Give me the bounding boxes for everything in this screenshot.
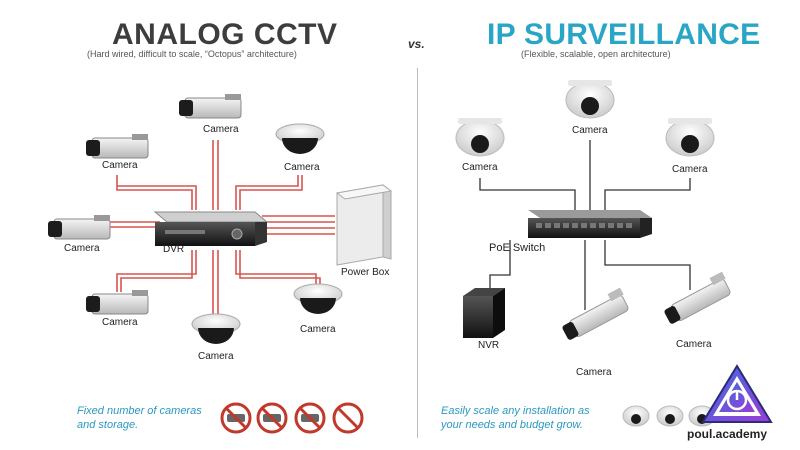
ip-bullet-camera-bottom-right-icon <box>664 271 731 324</box>
prohibited-camera-icon-4 <box>332 402 364 434</box>
label-poe-switch: PoE Switch <box>489 242 546 254</box>
label-power-box: Power Box <box>341 267 390 278</box>
ip-wire-left <box>479 178 576 210</box>
nvr-icon <box>463 288 505 338</box>
wire-dome-lower-right-camera <box>235 250 321 287</box>
ip-footer-line-1: Easily scale any installation as <box>441 405 590 417</box>
wire-top-camera <box>212 140 219 210</box>
dome-camera-upper-right-icon <box>275 123 325 154</box>
label-analog-camera-lower-left: Camera <box>102 317 138 328</box>
ip-bullet-camera-bottom-mid-icon <box>562 287 629 340</box>
wire-upper-left-camera <box>116 175 197 210</box>
label-dvr: DVR <box>163 244 185 255</box>
prohibited-camera-icon-1 <box>220 402 252 434</box>
ip-wire-nvr <box>489 240 511 290</box>
ip-subtitle: (Flexible, scalable, open architecture) <box>521 49 671 59</box>
poul-academy-logo-icon <box>701 364 773 423</box>
label-ip-camera-bottom-mid: Camera <box>576 367 612 378</box>
dome-camera-lower-right-icon <box>293 283 343 314</box>
label-analog-camera-dome-lower-right: Camera <box>300 324 336 335</box>
ip-dome-camera-right-icon <box>665 118 715 157</box>
analog-footer-line-2: and storage. <box>77 419 139 431</box>
small-dome-icon-2 <box>656 405 684 427</box>
analog-title: ANALOG CCTV <box>112 18 338 51</box>
wire-lower-left-camera <box>116 250 197 292</box>
small-dome-icons <box>622 405 716 427</box>
wire-power-box <box>262 215 335 235</box>
ip-wire-right <box>604 178 691 210</box>
ip-dome-camera-left-icon <box>455 118 505 157</box>
label-analog-camera-dome-right: Camera <box>284 162 320 173</box>
box-camera-lower-left-icon <box>86 290 149 315</box>
label-nvr: NVR <box>478 340 500 351</box>
box-camera-upper-left-icon <box>86 134 149 159</box>
ip-footer-line-2: your needs and budget grow. <box>441 419 583 431</box>
label-ip-camera-right: Camera <box>672 164 708 175</box>
power-box-icon <box>335 184 393 266</box>
label-ip-camera-bottom-right: Camera <box>676 339 712 350</box>
ip-wiring <box>479 140 691 310</box>
ip-title: IP SURVEILLANCE <box>487 18 761 51</box>
prohibited-camera-icon-2 <box>256 402 288 434</box>
prohibited-camera-icons <box>220 402 364 434</box>
dvr-icon <box>153 211 269 246</box>
analog-subtitle: (Hard wired, difficult to scale, “Octopu… <box>87 49 297 59</box>
ip-wire-bottom-right <box>604 240 691 290</box>
center-divider <box>417 68 418 438</box>
box-camera-top-icon <box>179 94 242 119</box>
poe-switch-icon <box>528 210 652 238</box>
label-ip-camera-top: Camera <box>572 125 608 136</box>
label-analog-camera-upper-left: Camera <box>102 160 138 171</box>
label-ip-camera-left: Camera <box>462 162 498 173</box>
wire-dome-right-camera <box>235 175 303 210</box>
label-analog-camera-top: Camera <box>203 124 239 135</box>
ip-dome-camera-top-icon <box>565 80 615 119</box>
prohibited-camera-icon-3 <box>294 402 326 434</box>
label-analog-camera-dome-bottom: Camera <box>198 351 234 362</box>
small-dome-icon-1 <box>622 405 650 427</box>
brand-label: poul.academy <box>687 427 768 441</box>
analog-wiring <box>85 140 335 315</box>
wire-dome-bottom-camera <box>212 250 219 315</box>
label-analog-camera-mid-left: Camera <box>64 243 100 254</box>
analog-footer-line-1: Fixed number of cameras <box>77 405 202 417</box>
versus-label: vs. <box>408 37 425 51</box>
dome-camera-bottom-icon <box>191 313 241 344</box>
box-camera-mid-left-icon <box>48 215 111 240</box>
